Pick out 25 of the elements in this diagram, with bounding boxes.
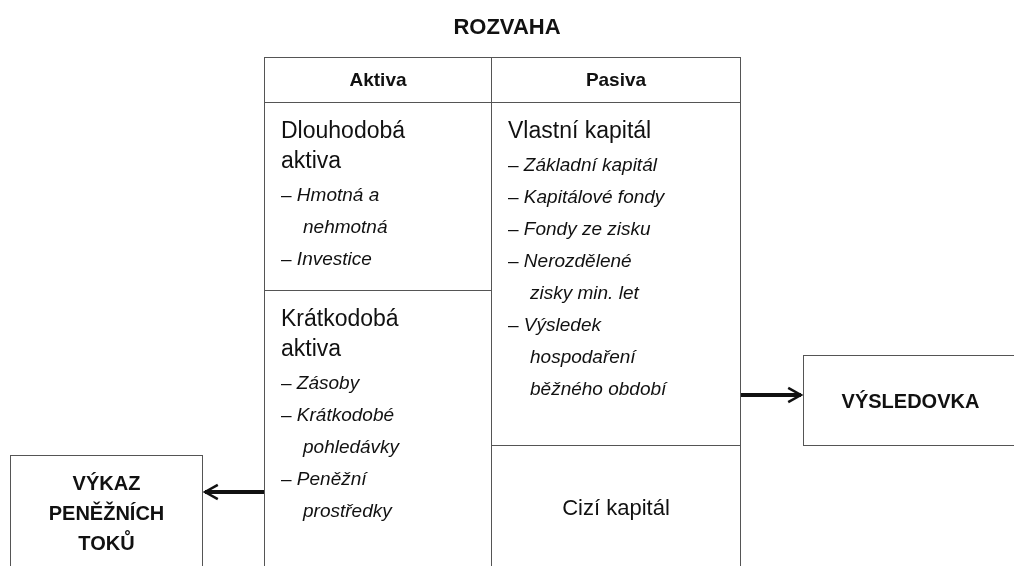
cell-heading: Dlouhodobá aktiva <box>281 116 407 175</box>
cell-heading: VÝKAZ PENĚŽNÍCH TOKŮ <box>47 470 166 556</box>
list-item: – Peněžní prostředky <box>281 467 394 523</box>
list-item: – Základní kapitál <box>508 153 659 177</box>
cell-heading: Krátkodobá aktiva <box>281 304 400 363</box>
cell-heading: Cizí kapitál <box>562 494 670 521</box>
cell-heading: VÝSLEDOVKA <box>841 388 980 414</box>
list-item: – Krátkodobé pohledávky <box>281 403 401 459</box>
arrow <box>203 483 264 501</box>
header-text: Pasiva <box>585 69 647 91</box>
column-header <box>264 57 492 103</box>
list-item: – Zásoby <box>281 371 361 395</box>
title: ROZVAHA <box>452 14 562 40</box>
list-item: – Fondy ze zisku <box>508 217 652 241</box>
arrow <box>741 386 803 404</box>
list-item: – Nerozdělené zisky min. let <box>508 249 641 305</box>
cell-heading: Vlastní kapitál <box>508 116 653 145</box>
list-item: – Hmotná a nehmotná <box>281 183 389 239</box>
statement-box <box>803 355 1014 446</box>
list-item: – Výsledek hospodaření běžného období <box>508 313 669 401</box>
header-text: Aktiva <box>349 69 407 91</box>
list-item: – Investice <box>281 247 373 271</box>
list-item: – Kapitálové fondy <box>508 185 666 209</box>
column-header <box>491 57 741 103</box>
statement-box <box>10 455 203 566</box>
